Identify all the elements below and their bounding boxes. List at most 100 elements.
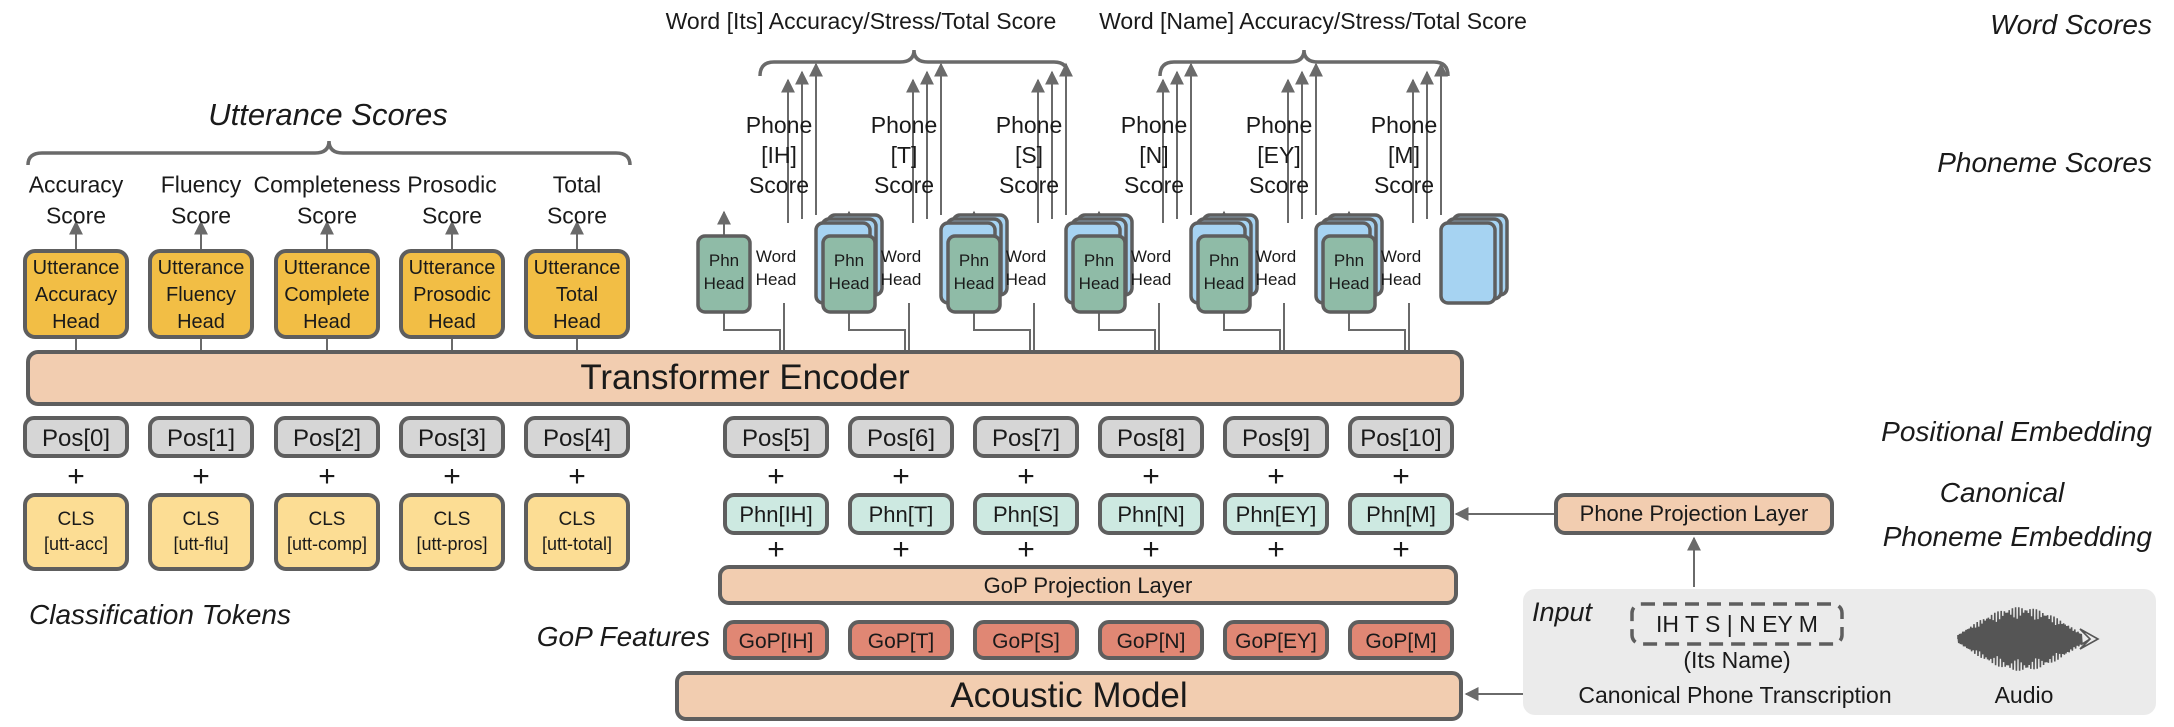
utterance-head <box>23 249 129 339</box>
pos-label: Pos[7] <box>992 425 1060 452</box>
word-head-label: Word <box>881 247 921 266</box>
classification-tokens-label: Classification Tokens <box>29 599 291 630</box>
input-label: Input <box>1532 597 1594 627</box>
pos-embedding <box>399 416 505 458</box>
utterance-head-label: Head <box>303 311 351 333</box>
utterance-head-label: Utterance <box>158 257 245 279</box>
pos-embedding <box>973 416 1079 458</box>
phone-score-label: [EY] <box>1257 142 1300 168</box>
word-head-label: Word <box>1006 247 1046 266</box>
cls-label: [utt-acc] <box>44 534 108 554</box>
plus-sign: + <box>767 460 785 493</box>
phn-head <box>1071 234 1127 314</box>
word-head-label: Head <box>1256 270 1297 289</box>
cls-token <box>148 493 254 571</box>
gop-label: GoP[IH] <box>739 630 814 653</box>
plus-sign: + <box>1017 533 1035 566</box>
utterance-brace <box>26 140 632 166</box>
utterance-score-label: Score <box>171 203 231 229</box>
gop-feature <box>848 620 954 660</box>
utterance-score-label: Total <box>553 172 602 198</box>
phn-head <box>696 234 752 314</box>
phone-score-label: Phone <box>996 112 1063 138</box>
connector <box>1223 312 1281 352</box>
phn-head-label: Head <box>1329 274 1370 293</box>
cls-label: [utt-pros] <box>416 534 487 554</box>
pos-label: Pos[2] <box>293 425 361 452</box>
gop-projection-layer <box>718 565 1458 605</box>
connector <box>973 312 1031 352</box>
utterance-head-label: Head <box>553 311 601 333</box>
gop-projection-label: GoP Projection Layer <box>984 573 1193 598</box>
utterance-head-label: Utterance <box>409 257 496 279</box>
phn-head-label: Phn <box>1209 251 1239 270</box>
transcription-caption: Canonical Phone Transcription <box>1578 682 1891 708</box>
utterance-head <box>148 249 254 339</box>
gop-feature <box>973 620 1079 660</box>
gop-label: GoP[T] <box>868 630 935 653</box>
pos-embedding <box>1348 416 1454 458</box>
phn-embed-label: Phn[S] <box>993 502 1059 527</box>
phone-score-label: Score <box>874 172 934 198</box>
plus-sign: + <box>892 460 910 493</box>
phone-score-label: Phone <box>1246 112 1313 138</box>
word-head-label: Word <box>1256 247 1296 266</box>
word-scores-label: Word Scores <box>1990 9 2152 40</box>
transcription-words: (Its Name) <box>1683 647 1790 673</box>
phone-score-label: Phone <box>1371 112 1438 138</box>
phn-head-label: Head <box>829 274 870 293</box>
connector <box>1348 312 1406 352</box>
plus-sign: + <box>67 460 85 493</box>
gop-label: GoP[EY] <box>1235 630 1317 653</box>
utterance-score-label: Completeness <box>253 172 400 198</box>
plus-sign: + <box>892 533 910 566</box>
canonical-label: Canonical <box>1940 477 2065 508</box>
phoneme-scores-label: Phoneme Scores <box>1937 147 2152 178</box>
transcription-text: IH T S | N EY M <box>1656 611 1818 637</box>
utterance-head-label: Accuracy <box>35 284 117 306</box>
gop-label: GoP[M] <box>1365 630 1436 653</box>
utterance-head-label: Head <box>52 311 100 333</box>
pos-label: Pos[0] <box>42 425 110 452</box>
connector <box>723 312 781 352</box>
phone-embedding <box>723 493 829 535</box>
phn-head-label: Phn <box>709 251 739 270</box>
phn-head-label: Phn <box>834 251 864 270</box>
cls-label: CLS <box>309 509 346 530</box>
utterance-head-label: Head <box>177 311 225 333</box>
phone-score-label: [T] <box>891 142 918 168</box>
phn-head-label: Head <box>1079 274 1120 293</box>
transcription-box <box>1630 602 1844 646</box>
transformer-encoder <box>26 350 1464 406</box>
word-head-label: Word <box>1381 247 1421 266</box>
pos-embedding <box>23 416 129 458</box>
pos-embedding <box>1223 416 1329 458</box>
phone-score-label: Phone <box>746 112 813 138</box>
phone-score-label: Score <box>1374 172 1434 198</box>
phone-score-label: Phone <box>871 112 938 138</box>
cls-label: CLS <box>183 509 220 530</box>
plus-sign: + <box>1267 460 1285 493</box>
utterance-score-label: Score <box>422 203 482 229</box>
connector <box>848 312 906 352</box>
utterance-head-label: Utterance <box>33 257 120 279</box>
phn-head-label: Head <box>954 274 995 293</box>
phone-embedding <box>973 493 1079 535</box>
utterance-head-label: Fluency <box>166 284 236 306</box>
phone-score-label: Score <box>1124 172 1184 198</box>
phone-score-label: Phone <box>1121 112 1188 138</box>
phn-embed-label: Phn[EY] <box>1236 502 1317 527</box>
word-name-brace <box>1158 49 1450 77</box>
utterance-score-label: Fluency <box>161 172 242 198</box>
utterance-score-label: Score <box>46 203 106 229</box>
gop-label: GoP[N] <box>1117 630 1186 653</box>
phone-embedding <box>848 493 954 535</box>
cls-token <box>524 493 630 571</box>
phn-head-label: Head <box>1204 274 1245 293</box>
utterance-score-label: Prosodic <box>407 172 496 198</box>
phn-head-label: Phn <box>1334 251 1364 270</box>
cls-token <box>23 493 129 571</box>
plus-sign: + <box>192 460 210 493</box>
word-head <box>1439 221 1497 305</box>
word-its-brace <box>758 49 1070 77</box>
